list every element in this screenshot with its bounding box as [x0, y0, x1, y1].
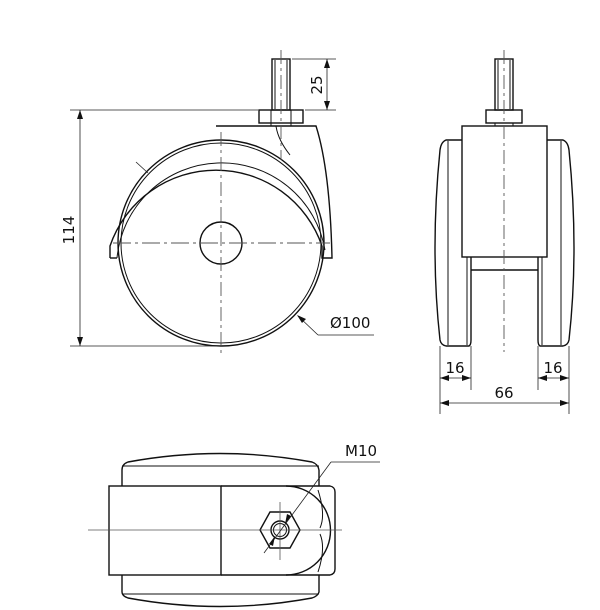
top-wheel-tread-top — [121, 452, 320, 471]
side-fork-outline — [216, 125, 333, 259]
leader-line — [263, 461, 332, 554]
side-view — [109, 50, 333, 356]
front-fork-block — [461, 125, 548, 258]
side-hood-outer — [109, 169, 323, 258]
top-wheel-tread-bottom — [121, 575, 320, 608]
top-fork-right — [286, 485, 336, 576]
dim-arrow — [324, 101, 330, 110]
dimension-wheel-diameter: Ø100 — [297, 314, 374, 336]
dim-arrow — [538, 375, 547, 381]
dim-arrow — [560, 375, 569, 381]
dimension-thread: M10 — [263, 442, 380, 554]
dim-label-diameter: Ø100 — [330, 314, 370, 332]
top-fork-head — [221, 485, 332, 576]
top-fork-body — [108, 485, 222, 576]
dim-arrow — [269, 536, 275, 546]
dim-label-m10: M10 — [345, 442, 377, 460]
side-hood-inner — [116, 162, 326, 259]
dim-arrow — [77, 337, 83, 346]
dim-label-16-right: 16 — [543, 359, 562, 377]
dim-label-25: 25 — [308, 75, 326, 94]
dim-arrow — [560, 400, 569, 406]
dimension-overall-height: 114 — [60, 109, 258, 347]
side-thickness-mark — [135, 161, 149, 174]
dim-label-66: 66 — [494, 384, 513, 402]
dim-arrow — [440, 375, 449, 381]
dim-arrow — [462, 375, 471, 381]
dim-arrow — [297, 315, 306, 323]
front-wheel-left — [434, 139, 472, 347]
dim-arrow — [285, 514, 291, 524]
dim-arrow — [440, 400, 449, 406]
dim-arrow — [77, 110, 83, 119]
top-view — [88, 452, 342, 608]
dim-label-16-left: 16 — [445, 359, 464, 377]
front-wheel-right — [537, 139, 575, 347]
top-fork-curves — [317, 489, 324, 573]
dim-label-114: 114 — [60, 216, 78, 245]
dimension-wheel-widths: 16 16 66 — [439, 346, 570, 414]
front-view — [434, 50, 575, 352]
side-fork-curve — [275, 125, 291, 156]
dim-arrow — [324, 59, 330, 68]
dimension-stem-length: 25 — [292, 58, 336, 111]
